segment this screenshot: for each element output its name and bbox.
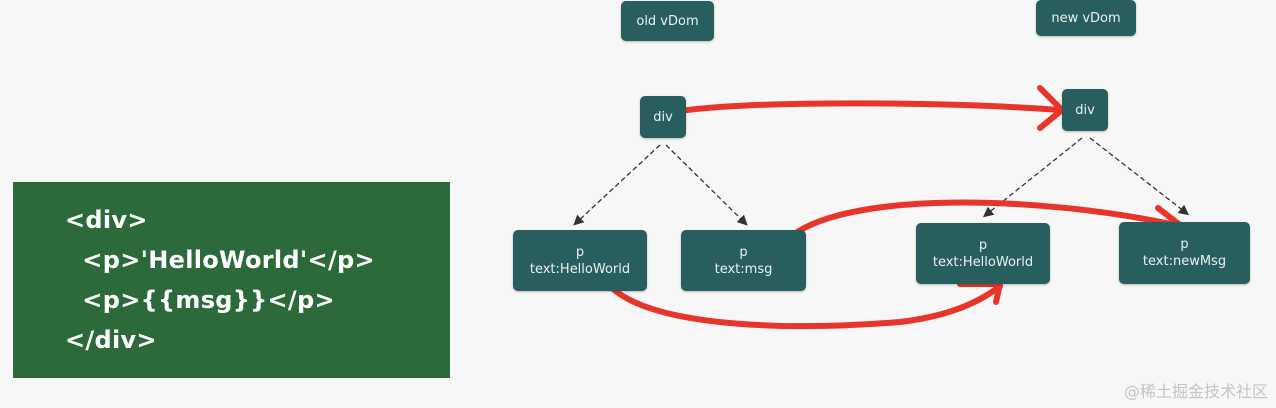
old-p1-text: text:HelloWorld bbox=[529, 261, 631, 277]
old-div-label: div bbox=[653, 109, 673, 125]
new-p2-text: text:newMsg bbox=[1142, 254, 1227, 269]
red-arrow-hello-to-hello bbox=[605, 281, 1003, 330]
code-panel: <div> <p>'HelloWorld'</p> <p>{{msg}}</p>… bbox=[13, 182, 450, 378]
new-vdom-label: new vDom bbox=[1051, 10, 1121, 26]
red-arrow-div-to-div bbox=[677, 100, 1063, 114]
new-vdom-node: new vDom bbox=[1036, 0, 1136, 36]
old-p2-node: p text:msg bbox=[681, 230, 806, 291]
new-p2-node: p text:newMsg bbox=[1119, 222, 1250, 284]
edge-old-div-to-p2 bbox=[665, 144, 748, 226]
old-vdom-node: old vDom bbox=[621, 1, 714, 41]
code-line-2: <p>'HelloWorld'</p> bbox=[65, 246, 375, 274]
old-vdom-label: old vDom bbox=[636, 13, 699, 29]
edge-old-div-to-p1 bbox=[573, 144, 661, 226]
new-div-label: div bbox=[1075, 102, 1095, 118]
old-p2-tag: p bbox=[739, 244, 748, 260]
new-p1-text: text:HelloWorld bbox=[932, 254, 1034, 270]
red-arrow-msg-to-newmsg bbox=[784, 199, 1183, 243]
old-p1-node: p text:HelloWorld bbox=[513, 230, 647, 291]
old-p2-text: text:msg bbox=[714, 261, 773, 277]
red-arrow-hello-head bbox=[957, 281, 1003, 305]
code-line-1: <div> bbox=[65, 206, 148, 234]
old-p1-tag: p bbox=[575, 244, 585, 260]
new-p1-node: p text:HelloWorld bbox=[916, 223, 1050, 284]
code-line-3: <p>{{msg}}</p> bbox=[65, 286, 335, 314]
code-line-4: </div> bbox=[65, 326, 157, 354]
new-div-node: div bbox=[1062, 89, 1108, 131]
edge-new-div-to-p1 bbox=[982, 137, 1083, 218]
watermark: @稀土掘金技术社区 bbox=[1123, 382, 1268, 401]
new-p2-tag: p bbox=[1180, 237, 1189, 252]
new-p1-tag: p bbox=[978, 237, 988, 253]
old-div-node: div bbox=[640, 96, 686, 138]
edge-new-div-to-p2 bbox=[1089, 137, 1190, 216]
